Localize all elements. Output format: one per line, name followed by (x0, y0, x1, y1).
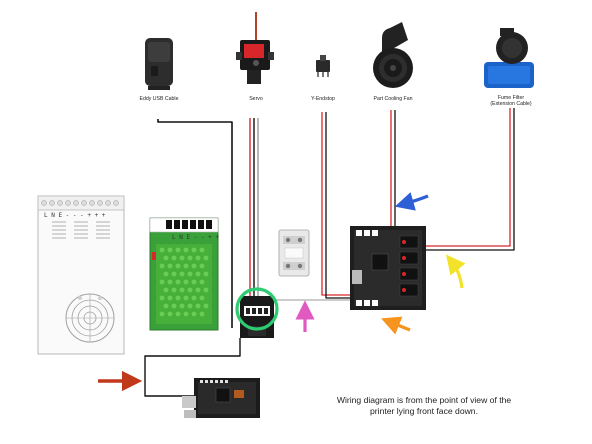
small-psu: L N E - - + + (149, 217, 219, 331)
solid-state-relay-icon (278, 229, 310, 277)
fume-filter-icon (484, 28, 534, 88)
wires (144, 108, 515, 397)
psu-led-icon (152, 252, 156, 260)
highlight-circle (235, 287, 279, 331)
yellow-arrow-icon (446, 254, 466, 289)
wiring-note-line-1: Wiring diagram is from the point of view… (337, 395, 512, 405)
large-psu-terminal-screws (41, 200, 119, 206)
blower-fan-icon (373, 22, 413, 88)
wiring-note-line-2: printer lying front face down. (370, 406, 478, 416)
mainboard (350, 226, 426, 310)
servo-icon (236, 12, 274, 84)
mcu-chip-icon (371, 253, 389, 271)
fume-filter-label-2: (Extension Cable) (490, 101, 532, 107)
large-psu: L N E - - - + + + (37, 195, 125, 355)
large-psu-fan-grill (65, 293, 115, 343)
usb-port-icon (352, 270, 362, 284)
sbc-board (182, 378, 260, 418)
small-psu-terminals (166, 220, 212, 229)
pi-wire-black (144, 338, 241, 397)
screw-icon (98, 296, 102, 300)
screw-icon (78, 296, 82, 300)
eddy-probe-icon (145, 38, 173, 90)
connector-block (240, 296, 274, 338)
ethernet-port-icon (182, 396, 196, 408)
y-endstop-wire-black (325, 112, 352, 299)
eddy-usb-wire (157, 119, 233, 328)
stepper-drivers (399, 235, 419, 297)
y-endstop-icon (316, 55, 330, 77)
blue-arrow-icon (394, 192, 429, 211)
servo-label: Servo (249, 96, 263, 102)
small-psu-terminal-labels: L N E - - + + (172, 234, 219, 241)
fume-wire-red (426, 108, 511, 247)
small-psu-hex-pattern (156, 244, 212, 324)
y-endstop-label: Y-Endstop (311, 96, 335, 102)
large-psu-terminal-labels: L N E - - - + + + (44, 212, 106, 219)
eddy-usb-cable-label: Eddy USB Cable (140, 96, 179, 102)
y-endstop-wire-red (321, 112, 352, 296)
usb-port-icon (184, 410, 196, 418)
part-cooling-fan-label: Part Cooling Fan (374, 96, 413, 102)
orange-arrow-icon (381, 316, 411, 335)
fume-wire-black (426, 108, 515, 251)
fume-filter-label-1: Fume Filter (498, 95, 525, 101)
large-psu-vent-slots (52, 221, 110, 239)
